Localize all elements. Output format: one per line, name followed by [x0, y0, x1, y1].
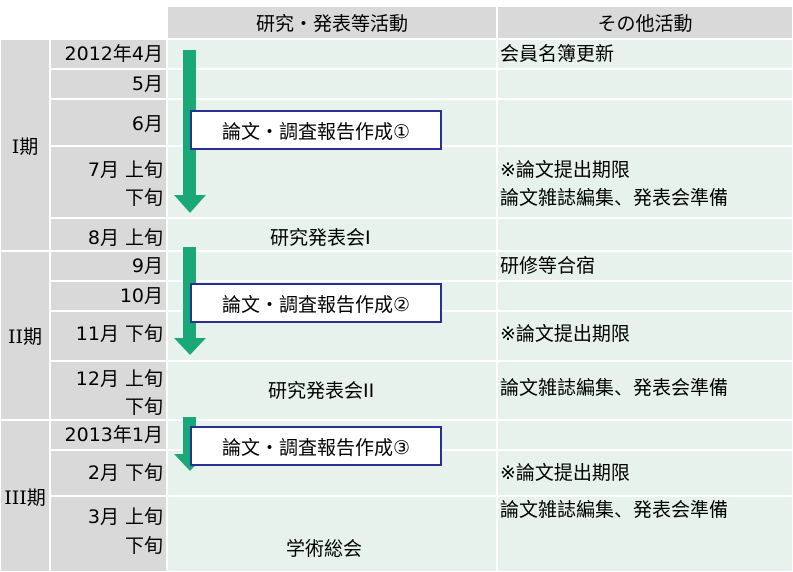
other-training-camp: 研修等合宿	[500, 255, 596, 277]
date-cell-7	[50, 281, 167, 311]
period-1: I期	[0, 39, 50, 251]
date-2013-01: 2013年1月	[64, 424, 163, 446]
paper-work-box-3: 論文・調査報告作成③	[190, 426, 442, 466]
other-editing-prep-3: 論文雑誌編集、発表会準備	[500, 499, 729, 521]
date-12-late: 下旬	[124, 396, 163, 418]
paper-work-box-2-label: 論文・調査報告作成②	[221, 293, 411, 316]
date-07-late: 下旬	[124, 187, 163, 209]
date-03-early: 3月 上旬	[87, 506, 163, 528]
research-cell-4	[167, 146, 497, 218]
research-cell-12	[167, 496, 497, 572]
research-cell-2	[167, 69, 497, 99]
paper-work-box-1: 論文・調査報告作成①	[190, 110, 442, 150]
date-cell-11	[50, 450, 167, 496]
date-2012-04: 2012年4月	[64, 43, 163, 65]
research-cell-6	[167, 251, 497, 281]
period-3-label: III期	[4, 486, 46, 509]
header-col2: その他活動	[497, 6, 793, 39]
period-1-label: I期	[11, 135, 39, 158]
other-cell-11	[497, 450, 793, 496]
date-08-early: 8月 上旬	[87, 227, 163, 249]
paper-work-box-3-label: 論文・調査報告作成③	[221, 436, 411, 459]
date-09: 9月	[131, 255, 163, 277]
other-cell-7	[497, 281, 793, 311]
research-cell-1	[167, 39, 497, 69]
header-col2-label: その他活動	[597, 13, 693, 35]
date-cell-8	[50, 311, 167, 361]
date-07-early: 7月 上旬	[87, 159, 163, 181]
other-deadline-3: ※論文提出期限	[500, 462, 630, 484]
research-cell-5	[167, 218, 497, 251]
other-deadline-2: ※論文提出期限	[500, 323, 630, 345]
other-cell-1	[497, 39, 793, 69]
paper-work-box-1-label: 論文・調査報告作成①	[221, 120, 411, 143]
academic-general-meeting: 学術総会	[286, 538, 363, 560]
other-cell-5	[497, 218, 793, 251]
date-cell-2	[50, 69, 167, 99]
period-2: II期	[0, 251, 50, 420]
date-11-late: 11月 下旬	[75, 323, 163, 345]
other-cell-8	[497, 311, 793, 361]
date-10: 10月	[119, 285, 163, 307]
other-member-list-update: 会員名簿更新	[500, 43, 615, 65]
arrow-1-icon	[174, 50, 206, 213]
research-cell-9	[167, 361, 497, 420]
date-cell-9	[50, 361, 167, 420]
research-presentation-2: 研究発表会II	[268, 380, 375, 402]
paper-work-box-2: 論文・調査報告作成②	[190, 283, 442, 323]
other-cell-4	[497, 146, 793, 218]
other-editing-prep-2: 論文雑誌編集、発表会準備	[500, 377, 729, 399]
other-editing-prep-1: 論文雑誌編集、発表会準備	[500, 187, 729, 209]
date-03-late: 下旬	[124, 535, 163, 557]
other-cell-10	[497, 420, 793, 450]
date-02-late: 2月 下旬	[87, 462, 163, 484]
date-cell-6	[50, 251, 167, 281]
other-deadline-1: ※論文提出期限	[500, 159, 630, 181]
date-cell-3	[50, 99, 167, 146]
other-cell-6	[497, 251, 793, 281]
date-cell-1	[50, 39, 167, 69]
other-cell-2	[497, 69, 793, 99]
date-cell-10	[50, 420, 167, 450]
other-cell-3	[497, 99, 793, 146]
header-col1-label: 研究・発表等活動	[255, 13, 408, 35]
header-col1: 研究・発表等活動	[167, 6, 497, 39]
research-presentation-1: 研究発表会I	[270, 227, 371, 249]
period-3: III期	[0, 420, 50, 572]
period-2-label: II期	[7, 326, 42, 348]
date-cell-5	[50, 218, 167, 251]
date-cell-4	[50, 146, 167, 218]
date-05: 5月	[131, 73, 163, 95]
date-06: 6月	[131, 113, 163, 135]
date-12-early: 12月 上旬	[75, 368, 163, 390]
date-cell-12	[50, 496, 167, 572]
